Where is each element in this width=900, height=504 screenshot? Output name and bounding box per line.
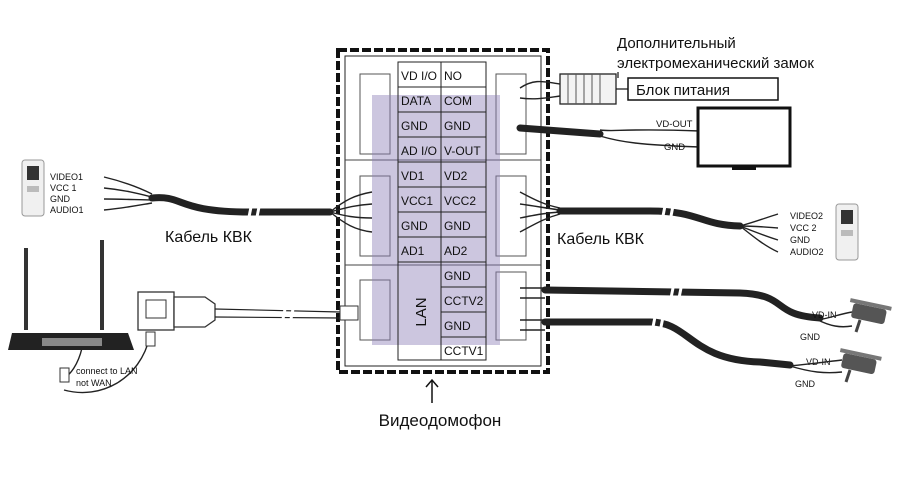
camera-icon: [849, 298, 892, 333]
cable-label-right: Кабель КВК: [557, 231, 645, 248]
cable-label-left: Кабель КВК: [165, 229, 253, 246]
panel1-wire-label: AUDIO1: [50, 205, 84, 215]
camera-icon: [839, 348, 882, 383]
intercom-unit: VD I/O DATA GND AD I/O VD1 VCC1 GND AD1 …: [336, 48, 550, 403]
terminal-label: VCC1: [401, 194, 433, 208]
cam2-vdin-label: VD-IN: [806, 357, 831, 367]
terminal-label: VD1: [401, 169, 425, 183]
panel2-wire-label: VIDEO2: [790, 211, 823, 221]
panel2-wire-label: GND: [790, 235, 811, 245]
panel2-wire-label: VCC 2: [790, 223, 817, 233]
lock-label-line2: электромеханический замок: [617, 55, 814, 72]
terminal-label: NO: [444, 69, 462, 83]
cam2-gnd-label: GND: [795, 379, 816, 389]
rj45-plug-icon: [339, 305, 359, 321]
lan-socket-icon: [137, 291, 175, 331]
cam1-vdin-label: VD-IN: [812, 310, 837, 320]
call-panel-icon: [21, 159, 45, 217]
terminal-label: GND: [401, 219, 428, 233]
cam1-gnd-label: GND: [800, 332, 821, 342]
rj45-plug-icon: [145, 331, 156, 347]
gnd-monitor-label: GND: [664, 142, 685, 153]
terminal-label: GND: [401, 119, 428, 133]
rj45-plug-icon: [59, 367, 70, 383]
router-note-line2: not WAN: [76, 378, 112, 388]
call-panel-icon: [835, 203, 859, 261]
terminal-label: GND: [444, 119, 471, 133]
panel1-wire-label: VCC 1: [50, 183, 77, 193]
watermark-band: [372, 95, 500, 345]
router-note-line1: connect to LAN: [76, 366, 138, 376]
router-icon: [8, 240, 134, 350]
lan-port-label: LAN: [413, 297, 430, 326]
terminal-label: COM: [444, 94, 472, 108]
panel2-wire-label: AUDIO2: [790, 247, 824, 257]
intercom-title: Видеодомофон: [379, 411, 502, 430]
terminal-label: VD I/O: [401, 69, 437, 83]
terminal-label: GND: [444, 219, 471, 233]
monitor-icon: [696, 106, 792, 170]
terminal-label: AD I/O: [401, 144, 437, 158]
terminal-label: VD2: [444, 169, 468, 183]
terminal-label: DATA: [401, 94, 431, 108]
lock-icon: [559, 73, 617, 105]
terminal-label: AD1: [401, 244, 425, 258]
arrow-up-icon: [425, 378, 439, 388]
lock-label-line1: Дополнительный: [617, 35, 736, 52]
terminal-label: VCC2: [444, 194, 476, 208]
terminal-label: V-OUT: [444, 144, 481, 158]
terminal-label: AD2: [444, 244, 468, 258]
panel1-wire-label: GND: [50, 194, 71, 204]
terminal-label: CCTV1: [444, 344, 484, 358]
power-supply-label: Блок питания: [636, 82, 730, 99]
terminal-label: CCTV2: [444, 294, 484, 308]
panel1-wire-label: VIDEO1: [50, 172, 83, 182]
terminal-label: GND: [444, 319, 471, 333]
terminal-label: GND: [444, 269, 471, 283]
vd-out-label: VD-OUT: [656, 119, 693, 130]
